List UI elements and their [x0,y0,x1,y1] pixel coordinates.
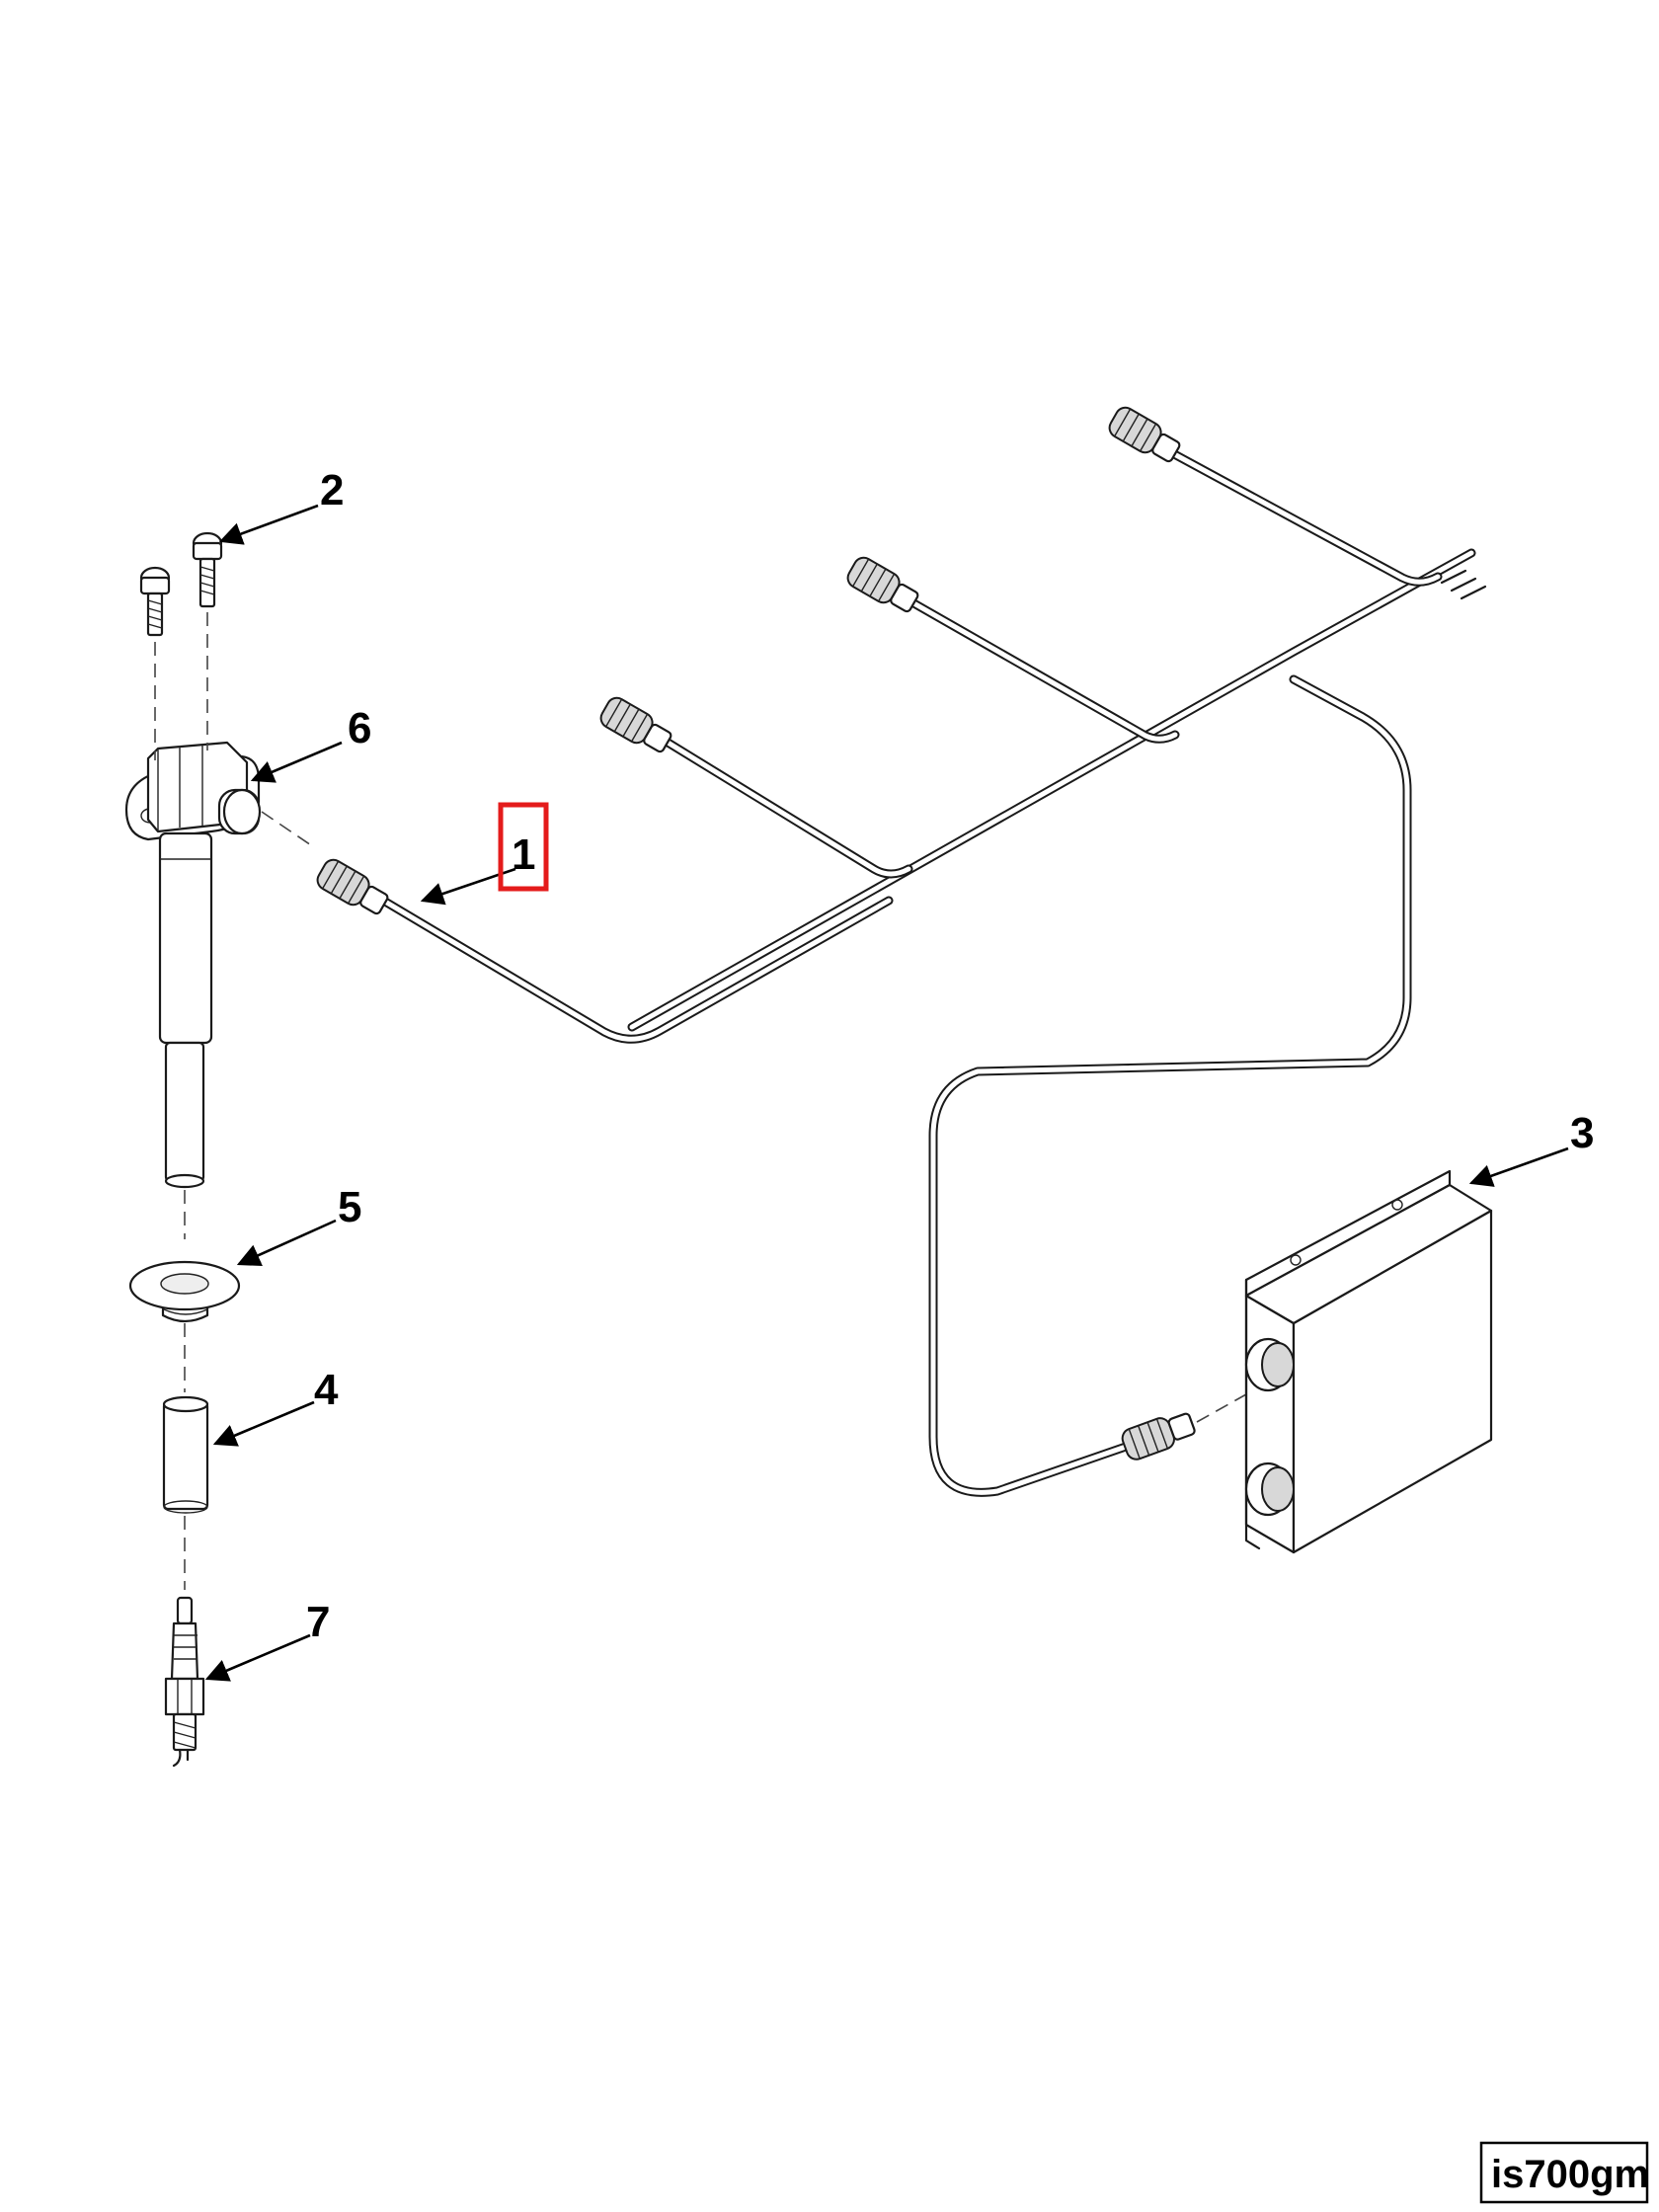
callout-1-highlight [498,802,549,892]
leader-2 [218,504,319,545]
mounting-screw[interactable] [192,531,223,608]
callout-5: 5 [338,1183,361,1231]
spark-plug[interactable] [164,1596,205,1768]
ignition-coil[interactable] [124,741,262,1189]
figure-id-label: is700gm [1491,2153,1649,2196]
harness-connector [599,696,672,753]
leader-lines [204,504,1569,1682]
callout-1: 1 [512,830,535,879]
figure-id: is700gm [1479,2141,1649,2204]
harness-connector [1108,406,1181,463]
leader-6 [250,741,343,783]
leader-3 [1468,1146,1569,1187]
harness-connector [316,858,389,915]
leader-7 [204,1633,311,1682]
callout-3: 3 [1570,1109,1594,1157]
seal-grommet[interactable] [128,1260,241,1323]
ignition-exciter[interactable] [1244,1169,1493,1554]
harness-connector [1121,1412,1196,1461]
callout-2: 2 [320,466,344,514]
callout-7: 7 [306,1598,330,1646]
spacer-sleeve[interactable] [162,1395,209,1514]
callout-6: 6 [348,704,371,752]
callout-4: 4 [314,1366,339,1414]
harness-connector [846,556,919,613]
leader-5 [236,1219,337,1267]
leader-4 [212,1400,315,1447]
ignition-harness[interactable] [261,404,1487,1497]
callout-labels: 1 2 3 4 5 6 7 [306,466,1594,1646]
mounting-screw[interactable] [139,566,171,637]
